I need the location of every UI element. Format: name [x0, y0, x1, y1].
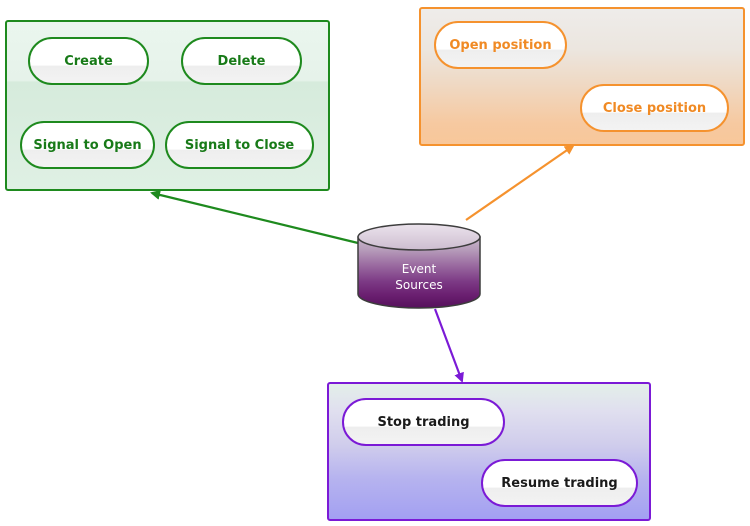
event-sources-label-line1: Event: [401, 262, 437, 276]
green-group-container: Create Delete Signal to Open Signal to C…: [5, 20, 330, 191]
arrow-to-green-group: [150, 190, 359, 245]
open-position-node-label: Open position: [449, 37, 552, 53]
signal-to-open-node[interactable]: Signal to Open: [20, 121, 155, 169]
create-node-label: Create: [64, 53, 113, 69]
arrow-to-purple-group: [433, 308, 464, 383]
event-sources-label: Event Sources: [356, 261, 482, 293]
orange-group-container: Open position Close position: [419, 7, 745, 146]
event-sources-label-line2: Sources: [395, 278, 443, 292]
signal-to-close-node[interactable]: Signal to Close: [165, 121, 314, 169]
stop-trading-node-label: Stop trading: [377, 414, 470, 430]
signal-to-open-node-label: Signal to Open: [33, 137, 142, 153]
close-position-node-label: Close position: [602, 100, 707, 116]
database-cylinder-icon: [357, 223, 481, 309]
resume-trading-node-label: Resume trading: [501, 475, 618, 491]
delete-node[interactable]: Delete: [181, 37, 302, 85]
close-position-node[interactable]: Close position: [580, 84, 729, 132]
delete-node-label: Delete: [217, 53, 266, 69]
signal-to-close-node-label: Signal to Close: [184, 137, 295, 153]
event-sources-node[interactable]: Event Sources: [356, 223, 482, 310]
resume-trading-node[interactable]: Resume trading: [481, 459, 638, 507]
purple-group-container: Stop trading Resume trading: [327, 382, 651, 521]
create-node[interactable]: Create: [28, 37, 149, 85]
stop-trading-node[interactable]: Stop trading: [342, 398, 505, 446]
arrow-to-orange-group: [465, 144, 575, 221]
open-position-node[interactable]: Open position: [434, 21, 567, 69]
